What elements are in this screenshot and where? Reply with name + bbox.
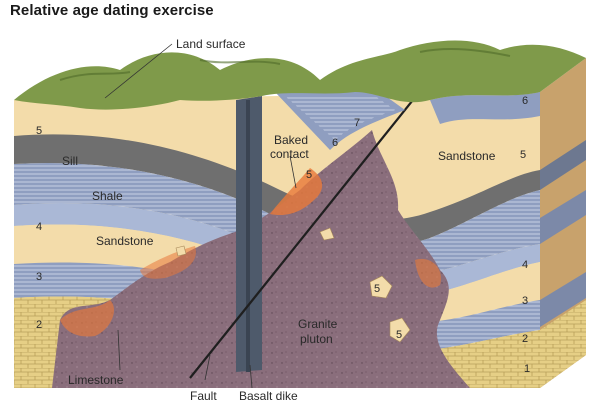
num-mid-5: 5 [306,169,312,181]
label-sandstone-right: Sandstone [438,149,496,163]
label-sill: Sill [62,154,78,168]
num-mid-7: 7 [354,117,360,129]
label-contact: contact [270,147,309,161]
num-right-2: 2 [522,333,528,345]
label-shale: Shale [92,189,123,203]
label-fault: Fault [190,389,217,403]
label-sandstone-left: Sandstone [96,234,154,248]
num-right-1: 1 [524,363,530,375]
label-pluton: pluton [300,332,333,346]
sill-layer [14,134,540,247]
num-pluton-5b: 5 [396,329,402,341]
num-left-5: 5 [36,125,42,137]
label-basalt-dike: Basalt dike [239,389,298,403]
num-right-4: 4 [522,259,528,271]
layer-4-shale [14,203,540,299]
num-left-4: 4 [36,221,42,233]
baked-contact-zone [270,168,323,216]
num-pluton-5a: 5 [374,283,380,295]
leader-lines [104,43,297,389]
diagram-title: Relative age dating exercise [10,2,214,19]
num-right-3: 3 [522,295,528,307]
num-left-2: 2 [36,319,42,331]
label-land-surface: Land surface [176,37,246,51]
label-granite: Granite [298,317,338,331]
label-baked: Baked [274,133,308,147]
land-surface [14,40,586,110]
num-right-5: 5 [520,149,526,161]
num-right-6: 6 [522,95,528,107]
label-limestone: Limestone [68,373,124,387]
fault-line [189,59,446,379]
num-mid-6: 6 [332,137,338,149]
xenoliths [175,227,411,343]
right-layer-6 [430,92,540,124]
num-left-3: 3 [36,271,42,283]
